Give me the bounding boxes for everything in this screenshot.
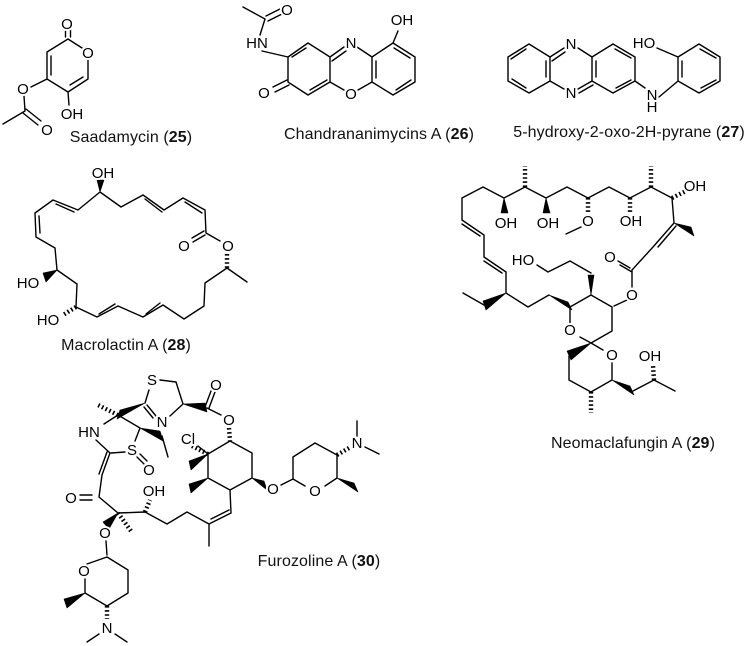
o-atom-label: O <box>61 16 73 33</box>
oh-atom-label: OH <box>639 348 662 365</box>
n-atom-label: N <box>566 36 577 53</box>
compound-label-close: ) <box>374 553 381 570</box>
compound-number: 29 <box>691 435 710 452</box>
compound-label-close: ) <box>709 435 715 452</box>
compound-label-neomaclafungin: Neomaclafungin A (29) <box>551 435 715 453</box>
compound-number: 28 <box>167 337 186 354</box>
o-atom-label: O <box>604 249 616 266</box>
n-atom-label: N <box>102 620 113 637</box>
s-atom-label: S <box>127 442 137 459</box>
n-atom-label: N <box>352 435 363 452</box>
compound-label-close: ) <box>186 129 193 146</box>
o-atom-label: O <box>78 563 90 580</box>
compound-name: Saadamycin ( <box>69 129 169 146</box>
compound-label-chandrananimycin: Chandrananimycins A (26) <box>284 126 474 144</box>
oh-atom-label: OH <box>684 178 707 195</box>
o-atom-label: O <box>99 525 111 542</box>
o-atom-label: O <box>178 238 190 255</box>
compound-label-close: ) <box>468 126 475 143</box>
o-atom-label: O <box>210 377 222 394</box>
o-atom-label: O <box>309 483 321 500</box>
o-atom-label: O <box>267 481 279 498</box>
compound-label-close: ) <box>739 124 745 141</box>
compound-number: 27 <box>721 124 740 141</box>
o-atom-label: O <box>582 213 594 230</box>
s-atom-label: S <box>147 372 157 389</box>
compound-label-furozoline: Furozoline A (30) <box>258 553 381 571</box>
structure-chandrananimycin: O HN O N O OH <box>242 0 416 105</box>
o-atom-label: O <box>65 490 77 507</box>
o-atom-label: O <box>41 122 53 139</box>
oh-atom-label: OH <box>495 215 518 232</box>
ho-atom-label: HO <box>633 35 656 52</box>
hn-atom-label: HN <box>78 424 100 441</box>
o-atom-label: O <box>258 85 270 102</box>
compound-name: Chandrananimycins A ( <box>283 126 451 143</box>
o-atom-label: O <box>281 2 293 19</box>
compound-number: 30 <box>356 553 375 570</box>
oh-atom-label: OH <box>92 165 115 182</box>
compound-name: Neomaclafungin A ( <box>551 435 692 452</box>
oh-atom-label: OH <box>143 483 166 500</box>
n-atom-label: N <box>647 87 658 104</box>
o-atom-label: O <box>143 462 155 479</box>
o-atom-label: O <box>17 81 29 98</box>
oh-atom-label: OH <box>61 106 84 123</box>
o-atom-label: O <box>222 238 234 255</box>
o-atom-label: O <box>223 412 235 429</box>
hn-atom-label: HN <box>246 35 268 52</box>
o-atom-label: O <box>626 287 638 304</box>
oh-atom-label: OH <box>537 215 560 232</box>
cl-atom-label: Cl <box>181 431 195 448</box>
ho-atom-label: HO <box>37 312 60 329</box>
o-atom-label: O <box>82 45 94 62</box>
compound-number: 26 <box>450 126 469 143</box>
ho-atom-label: HO <box>512 252 535 269</box>
compound-number: 25 <box>168 129 187 146</box>
compound-label-macrolactin: Macrolactin A (28) <box>61 337 191 355</box>
n-atom-label: N <box>157 414 168 431</box>
oh-atom-label: OH <box>391 12 414 29</box>
n-atom-label: N <box>346 35 357 52</box>
compound-name: Furozoline A ( <box>257 553 357 570</box>
compound-label-close: ) <box>185 337 191 354</box>
o-atom-label: O <box>564 322 576 339</box>
o-atom-label: O <box>345 86 357 103</box>
atom-labels-26: O HN O N O OH <box>244 0 415 105</box>
compound-label-saadamycin: Saadamycin (25) <box>70 129 192 147</box>
oh-atom-label: OH <box>620 213 643 230</box>
compound-label-hydroxy-oxo-pyrane: 5-hydroxy-2-oxo-2H-pyrane (27) <box>513 124 745 142</box>
compound-name: Macrolactin A ( <box>61 337 168 354</box>
h-atom-label: H <box>647 99 658 116</box>
ho-atom-label: HO <box>17 275 40 292</box>
o-atom-label: O <box>606 347 618 364</box>
compound-name: 5-hydroxy-2-oxo-2H-pyrane ( <box>513 124 722 141</box>
n-atom-label: N <box>566 85 577 102</box>
